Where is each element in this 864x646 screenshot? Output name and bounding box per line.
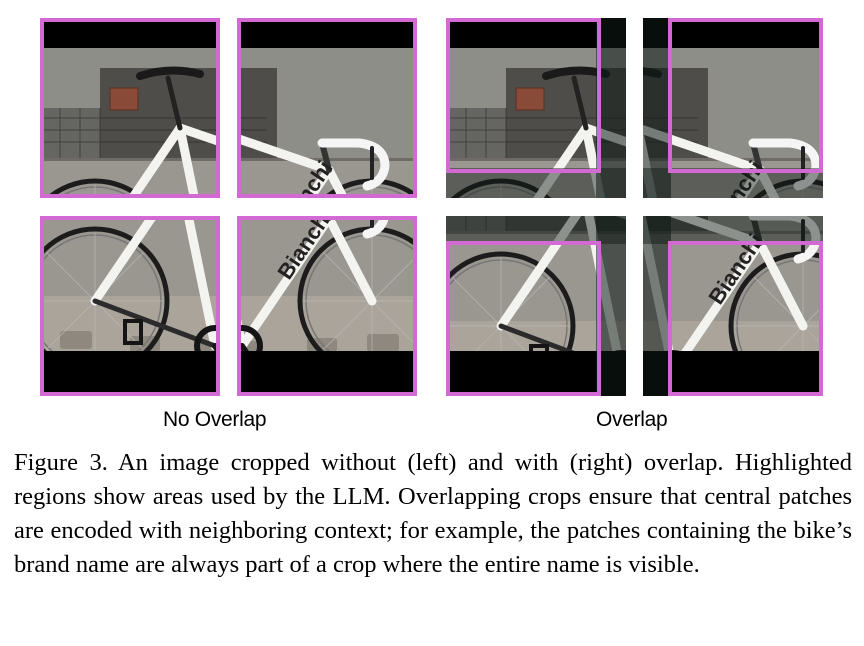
crop-no-overlap-top-left	[40, 18, 220, 198]
figure-caption: Figure 3. An image cropped without (left…	[14, 449, 852, 578]
photo-crop	[446, 18, 626, 198]
crop-no-overlap-bottom-right	[237, 216, 417, 396]
crop-overlap-bottom-left	[446, 216, 626, 396]
photo-crop	[643, 18, 823, 198]
crop-overlap-top-left	[446, 18, 626, 198]
label-no-overlap: No Overlap	[163, 408, 267, 431]
crop-overlap-bottom-right	[643, 216, 823, 396]
photo-crop	[40, 216, 220, 396]
crop-overlap-top-right	[643, 18, 823, 198]
photo-crop	[643, 216, 823, 396]
photo-crop	[40, 18, 220, 198]
photo-crop	[446, 216, 626, 396]
crop-no-overlap-top-right	[237, 18, 417, 198]
crop-no-overlap-bottom-left	[40, 216, 220, 396]
photo-crop	[237, 216, 417, 396]
label-overlap: Overlap	[596, 408, 668, 431]
photo-crop	[237, 18, 417, 198]
